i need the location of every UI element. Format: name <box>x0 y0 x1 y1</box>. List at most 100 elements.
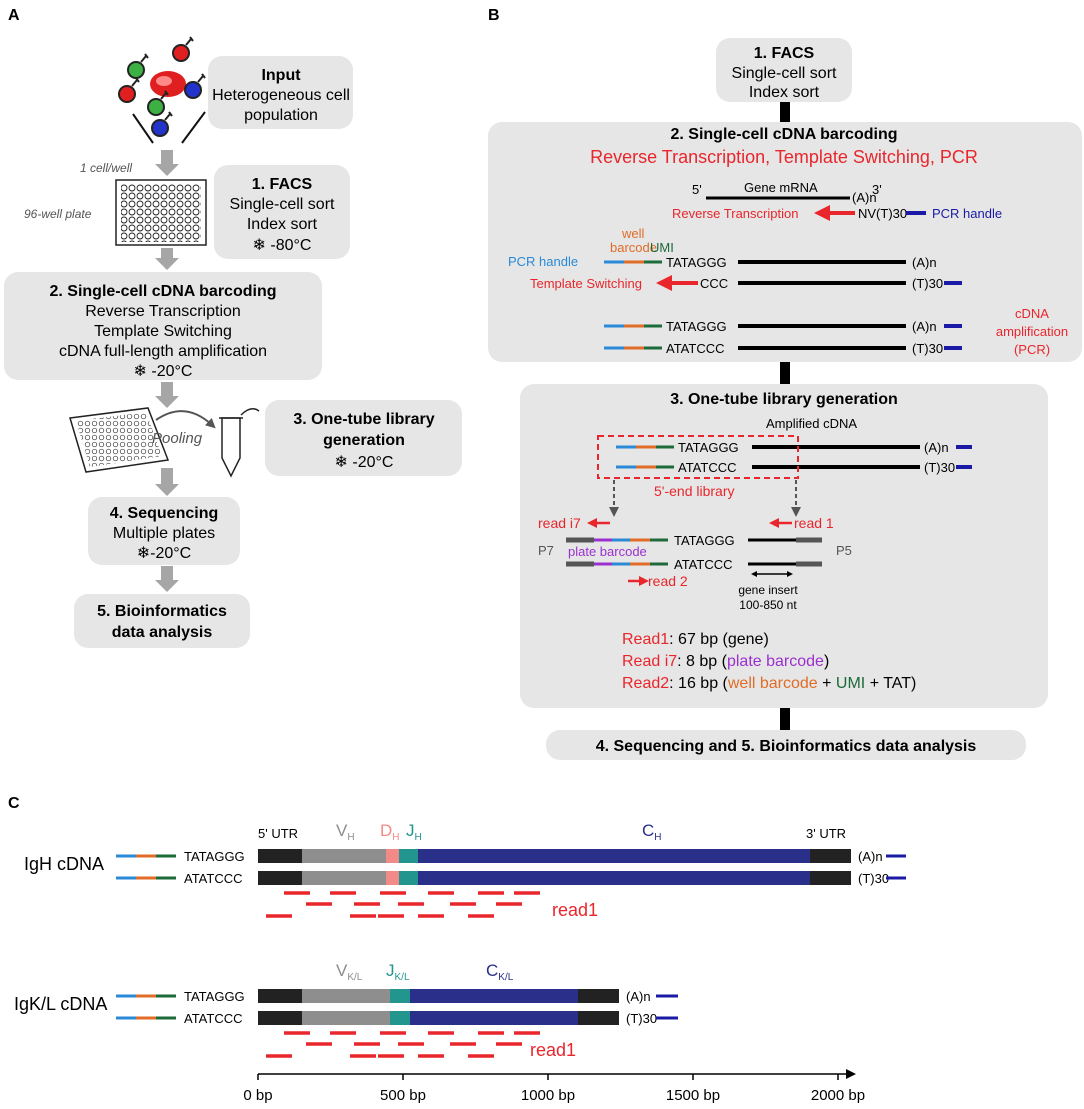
svg-text:ATATCCC: ATATCCC <box>678 460 737 475</box>
lib-strand-bottom: ATATCCC (T)30 <box>616 460 972 475</box>
three-prime-label: 3' <box>872 182 882 197</box>
sequencing-title-a: 4. Sequencing <box>110 505 218 522</box>
facs-l2-a: Index sort <box>247 216 318 233</box>
sequencing-temp-a: ❄-20°C <box>137 545 191 562</box>
barcoding-l1-a: Reverse Transcription <box>85 303 241 320</box>
barcoding-title-a: 2. Single-cell cDNA barcoding <box>49 283 276 300</box>
facs-box-b <box>716 38 852 102</box>
cdna-amp-1: cDNA <box>1015 306 1049 321</box>
p5-label: P5 <box>836 543 852 558</box>
facs-l2-b: Index sort <box>749 84 820 101</box>
library-title1-a: 3. One-tube library <box>293 411 434 428</box>
ccc-label: CCC <box>700 276 728 291</box>
read1-summary: Read1: 67 bp (gene) <box>622 631 769 648</box>
sequencing-l1-a: Multiple plates <box>113 525 215 542</box>
jkl-label: JK/L <box>386 961 410 983</box>
input-sub2: population <box>244 107 318 124</box>
cell-population-icon <box>118 36 206 144</box>
axis-tick-label: 0 bp <box>243 1087 272 1104</box>
svg-text:TATAGGG: TATAGGG <box>678 440 739 455</box>
insert-size-label: 100-850 nt <box>739 598 797 612</box>
read-i7-label: read i7 <box>538 515 581 531</box>
igh-reads <box>266 891 540 918</box>
final-box-b <box>546 730 1026 760</box>
barcode-label: barcode <box>610 240 657 255</box>
gene-insert-label: gene insert <box>738 583 798 597</box>
svg-text:(A)n: (A)n <box>626 989 651 1004</box>
barcoding-sub-b: Reverse Transcription, Template Switchin… <box>590 147 978 167</box>
barcoding-temp-a: ❄ -20°C <box>134 363 193 380</box>
read1-label-igkl: read1 <box>530 1040 576 1060</box>
svg-text:ATATCCC: ATATCCC <box>184 1011 243 1026</box>
bioinformatics-box-a <box>74 594 250 648</box>
input-sub1: Heterogeneous cell <box>212 87 350 104</box>
ts-label: Template Switching <box>530 276 642 291</box>
svg-text:(A)n: (A)n <box>858 849 883 864</box>
vh-label: VH <box>336 821 355 843</box>
svg-text:TATAGGG: TATAGGG <box>666 319 727 334</box>
igkl-reads <box>266 1031 540 1058</box>
jh-label: JH <box>406 821 422 843</box>
facs-title-a: 1. FACS <box>252 176 313 193</box>
facs-temp-a: ❄ -80°C <box>253 237 312 254</box>
read2-summary: Read2: 16 bp (well barcode + UMI + TAT) <box>622 675 916 692</box>
library-title2-a: generation <box>323 432 405 449</box>
panel-b-label: B <box>488 7 500 24</box>
cdna-amp-2: amplification <box>996 324 1068 339</box>
input-title: Input <box>261 67 301 84</box>
well-label: well <box>621 226 645 241</box>
svg-text:ATATCCC: ATATCCC <box>674 557 733 572</box>
lib-strand-top: TATAGGG (A)n <box>616 440 972 455</box>
library-box-a <box>265 400 462 476</box>
axis-tick-label: 1500 bp <box>666 1087 720 1104</box>
igh-row-top: TATAGGG (A)n <box>116 849 906 864</box>
tilted-plate-icon <box>69 407 170 473</box>
read-1-label: read 1 <box>794 515 834 531</box>
axis-tick-label: 500 bp <box>380 1087 426 1104</box>
gene-mrna-label: Gene mRNA <box>744 180 818 195</box>
amplified-top: TATAGGG (A)n <box>604 319 962 334</box>
barcoding-title-b: 2. Single-cell cDNA barcoding <box>670 126 897 143</box>
five-end-label: 5'-end library <box>654 483 735 499</box>
utr3-label: 3' UTR <box>806 826 846 841</box>
plate-barcode-label: plate barcode <box>568 544 647 559</box>
svg-text:(T)30: (T)30 <box>626 1011 657 1026</box>
one-cell-label: 1 cell/well <box>80 161 132 175</box>
pooling-arrow <box>155 410 216 429</box>
svg-text:(T)30: (T)30 <box>924 460 955 475</box>
barcoding-box-a <box>4 272 322 380</box>
read1-label-igh: read1 <box>552 900 598 920</box>
pooling-label: Pooling <box>152 430 203 447</box>
svg-text:TATAGGG: TATAGGG <box>184 989 245 1004</box>
svg-text:TATAGGG: TATAGGG <box>184 849 245 864</box>
panel-c-label: C <box>8 795 20 812</box>
pcr-handle-label-2: PCR handle <box>508 254 578 269</box>
amplified-bottom: ATATCCC (T)30 <box>604 341 962 356</box>
vkl-label: VK/L <box>336 961 363 983</box>
nvt30-label: NV(T)30 <box>858 206 907 221</box>
facs-l1-a: Single-cell sort <box>230 196 335 213</box>
svg-text:TATAGGG: TATAGGG <box>666 255 727 270</box>
facs-l1-b: Single-cell sort <box>732 65 837 82</box>
readi7-summary: Read i7: 8 bp (plate barcode) <box>622 653 829 670</box>
igh-row-bottom: ATATCCC (T)30 <box>116 871 906 886</box>
panel-c: C 5' UTR 3' UTR VH DH JH CH IgH cDNA TAT… <box>8 795 906 1104</box>
svg-text:(A)n: (A)n <box>912 255 937 270</box>
utr5-label: 5' UTR <box>258 826 298 841</box>
facs-title-b: 1. FACS <box>754 45 815 62</box>
barcoding-l3-a: cDNA full-length amplification <box>59 343 267 360</box>
ts-t30: (T)30 <box>912 276 943 291</box>
barcoding-l2-a: Template Switching <box>94 323 232 340</box>
igkl-row-top: TATAGGG (A)n <box>116 989 678 1004</box>
svg-text:TATAGGG: TATAGGG <box>674 533 735 548</box>
five-end-box <box>597 435 799 479</box>
flow-arrows <box>155 150 179 592</box>
cdna-amp-3: (PCR) <box>1014 342 1050 357</box>
final-label-b: 4. Sequencing and 5. Bioinformatics data… <box>596 738 977 755</box>
lib-product-bottom: ATATCCC <box>566 557 822 572</box>
pcr-handle-label-1: PCR handle <box>932 206 1002 221</box>
panel-a-label: A <box>8 7 20 24</box>
